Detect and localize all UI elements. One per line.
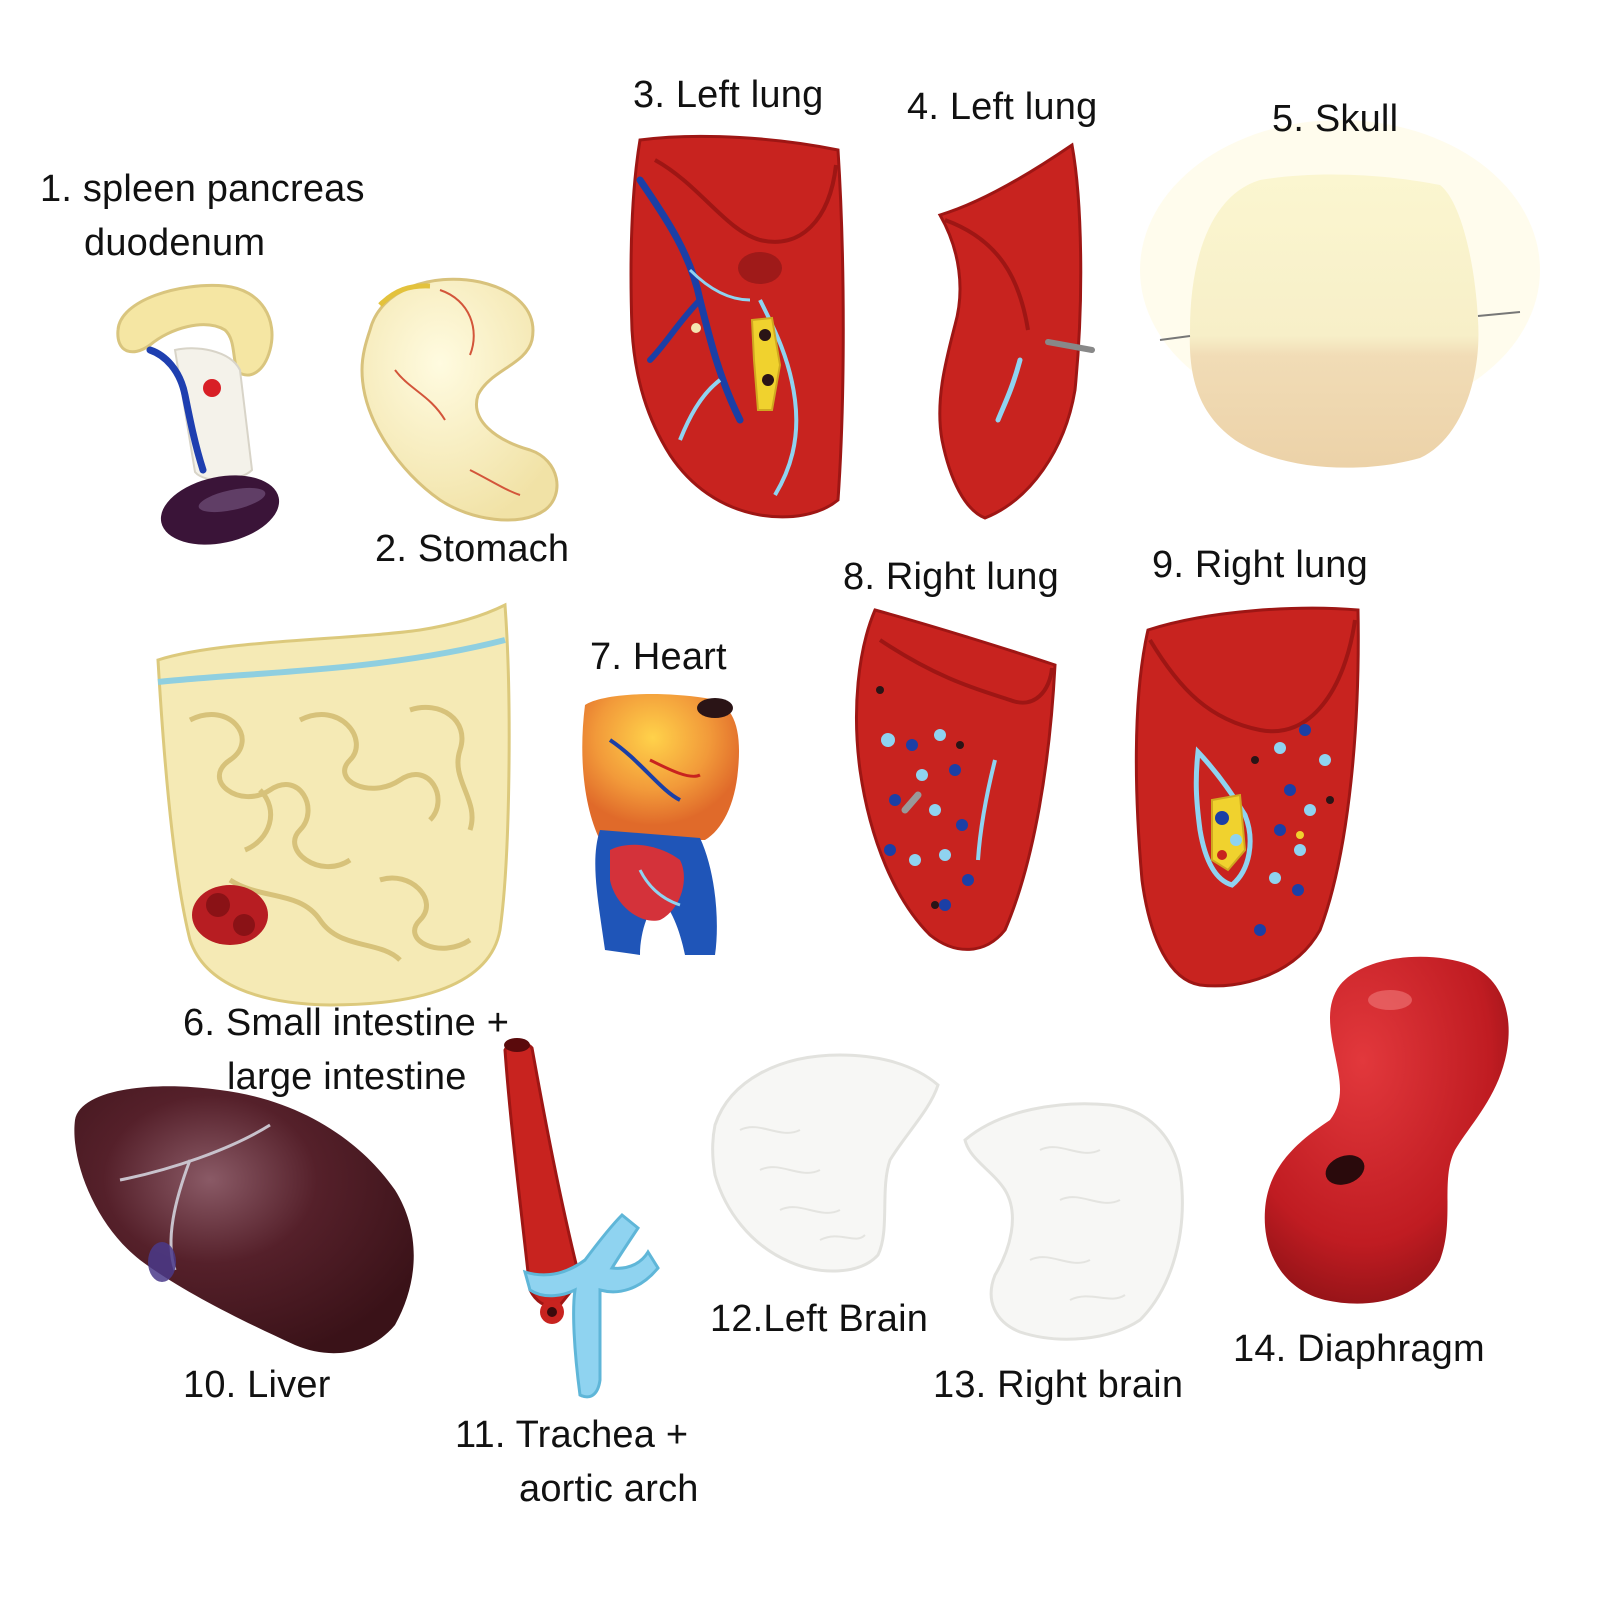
right-lung-8-model xyxy=(855,608,1057,951)
trachea-aortic-arch-model xyxy=(503,1038,660,1399)
intestine-model xyxy=(156,602,511,1007)
heart-model xyxy=(582,694,740,955)
vessel-dots xyxy=(876,686,974,911)
right-lung-9-model xyxy=(1134,606,1360,988)
label-left-lung-4: 4. Left lung xyxy=(907,86,1098,128)
right-brain-model xyxy=(963,1102,1184,1341)
label-left-brain: 12.Left Brain xyxy=(710,1298,929,1340)
liver-model xyxy=(74,1086,414,1354)
diaphragm-model xyxy=(1264,956,1509,1304)
label-liver: 10. Liver xyxy=(183,1364,331,1406)
label-heart: 7. Heart xyxy=(590,636,727,678)
spleen-pancreas-duodenum-model xyxy=(116,283,280,545)
left-lung-4-model xyxy=(937,142,1095,520)
left-brain-model xyxy=(711,1053,940,1273)
vessel-dots xyxy=(1251,724,1334,936)
skull-cap-model xyxy=(1140,120,1540,468)
label-diaphragm: 14. Diaphragm xyxy=(1233,1328,1485,1370)
label-right-brain: 13. Right brain xyxy=(933,1364,1184,1406)
label-right-lung-9: 9. Right lung xyxy=(1152,544,1368,586)
label-stomach: 2. Stomach xyxy=(375,528,570,570)
label-trachea: 11. Trachea + aortic arch xyxy=(455,1414,699,1510)
label-right-lung-8: 8. Right lung xyxy=(843,556,1059,598)
label-left-lung-3: 3. Left lung xyxy=(633,74,824,116)
label-spleen-pancreas-duodenum: 1. spleen pancreas duodenum xyxy=(40,168,365,264)
label-intestine: 6. Small intestine + large intestine xyxy=(183,1002,510,1098)
stomach-model xyxy=(360,277,559,522)
left-lung-3-model xyxy=(629,134,845,519)
label-skull: 5. Skull xyxy=(1272,98,1399,140)
